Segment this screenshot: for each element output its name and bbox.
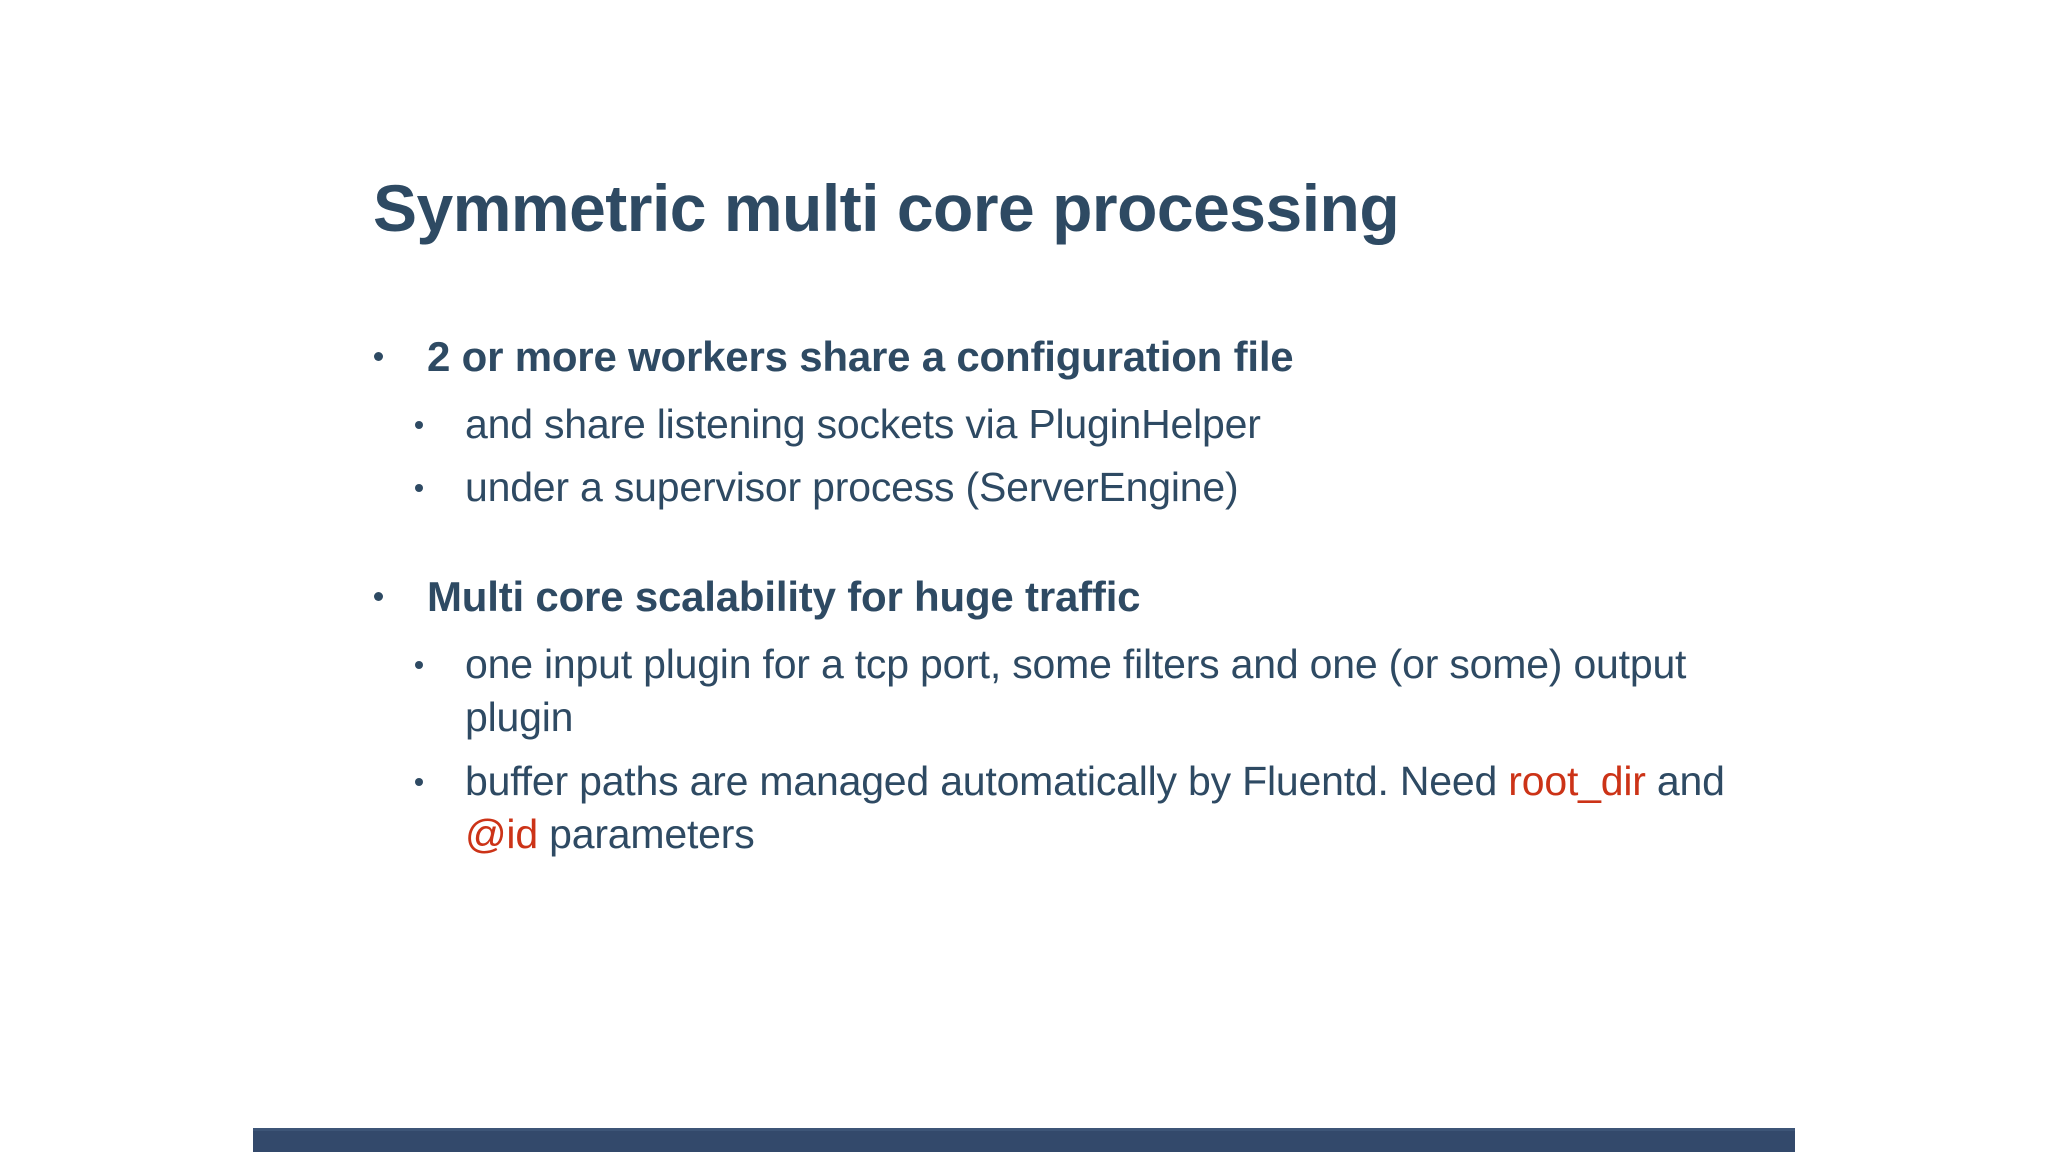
keyword-at-id: @id [465, 810, 538, 857]
bullet-dot-icon [415, 777, 423, 786]
bullet-group: 2 or more workers share a configuration … [0, 330, 2048, 514]
bullet-level2: buffer paths are managed automatically b… [0, 755, 2048, 862]
bullet-level2-label: and share listening sockets via PluginHe… [465, 400, 1261, 447]
bullet-level2: under a supervisor process (ServerEngine… [0, 461, 2048, 514]
bullet-level2: and share listening sockets via PluginHe… [0, 398, 2048, 451]
bullet-level1-label: 2 or more workers share a configuration … [427, 333, 1294, 380]
slide-title: Symmetric multi core processing [373, 171, 1400, 246]
slide-footer-bar [253, 1128, 1795, 1152]
bullet-level2-label: under a supervisor process (ServerEngine… [465, 464, 1239, 511]
bullet-level1: Multi core scalability for huge traffic [0, 570, 2048, 624]
bullet-dot-icon [415, 484, 423, 493]
keyword-root-dir: root_dir [1508, 757, 1646, 804]
bullet-level2-text-prefix: buffer paths are managed automatically b… [465, 757, 1509, 804]
bullet-dot-icon [374, 352, 383, 361]
bullet-level2: one input plugin for a tcp port, some fi… [0, 638, 2048, 745]
bullet-level1: 2 or more workers share a configuration … [0, 330, 2048, 384]
bullet-level2-text-suffix: parameters [537, 810, 755, 857]
bullet-dot-icon [415, 420, 423, 429]
bullet-level1-label: Multi core scalability for huge traffic [427, 573, 1141, 621]
bullet-level2-text-middle: and [1645, 757, 1725, 804]
bullet-dot-icon [374, 592, 383, 602]
bullet-level2-label: one input plugin for a tcp port, some fi… [465, 641, 1687, 741]
bullet-dot-icon [415, 661, 423, 670]
slide-body: 2 or more workers share a configuration … [0, 330, 2048, 871]
bullet-group: Multi core scalability for huge traffic … [0, 570, 2048, 861]
